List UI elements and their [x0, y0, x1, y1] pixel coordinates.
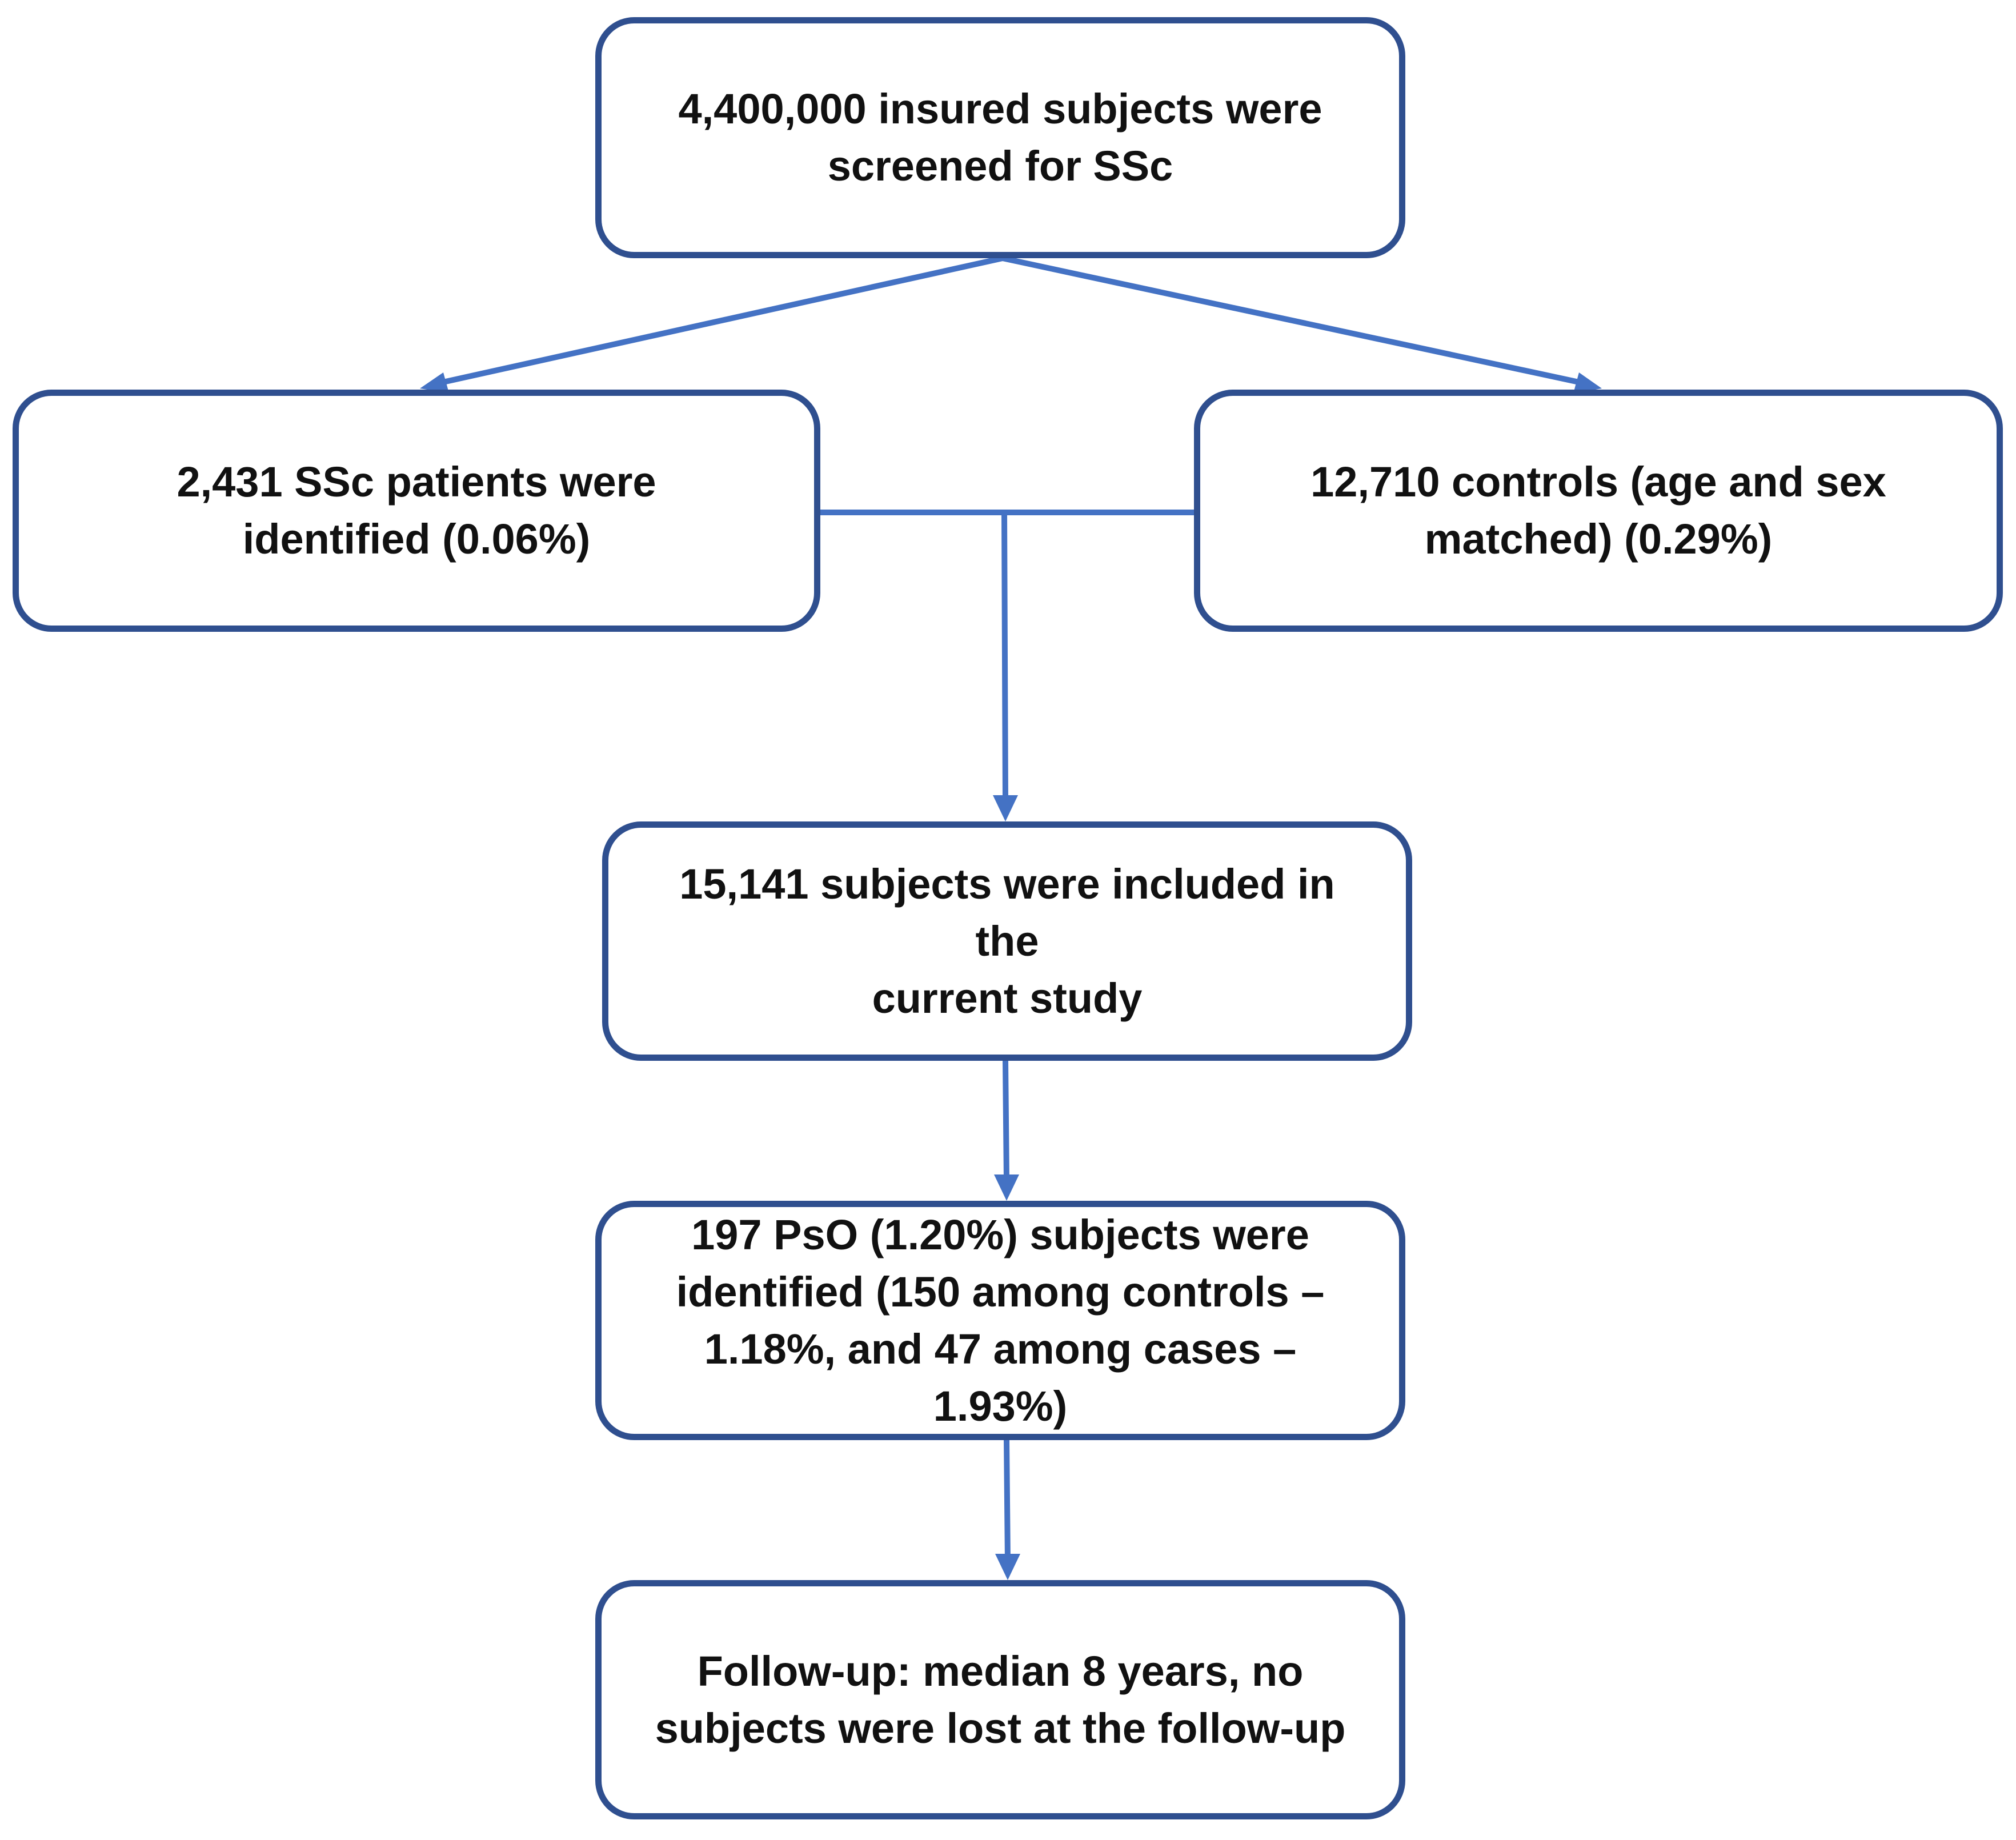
controls-text: 12,710 controls (age and sex matched) (0… [1310, 458, 1886, 563]
included-box: 15,141 subjects were included in the cur… [602, 821, 1412, 1061]
arrowhead-pso [994, 1174, 1019, 1201]
arrowhead-controls [1573, 372, 1602, 394]
edge-join-to-included [1001, 510, 1008, 805]
ssc-patients-box: 2,431 SSc patients were identified (0.06… [13, 390, 820, 632]
followup-text: Follow-up: median 8 years, no subjects w… [655, 1647, 1346, 1752]
followup-box: Follow-up: median 8 years, no subjects w… [595, 1580, 1405, 1819]
edge-included-to-pso [1003, 1058, 1009, 1184]
controls-box: 12,710 controls (age and sex matched) (0… [1194, 390, 2003, 632]
arrowhead-followup [995, 1554, 1020, 1580]
screened-text: 4,400,000 insured subjects were screened… [678, 85, 1322, 190]
included-text: 15,141 subjects were included in the cur… [679, 860, 1335, 1022]
pso-box: 197 PsO (1.20%) subjects were identified… [595, 1201, 1405, 1440]
screened-box: 4,400,000 insured subjects were screened… [595, 17, 1405, 258]
edge-screened-to-controls [1000, 255, 1590, 387]
pso-text: 197 PsO (1.20%) subjects were identified… [676, 1210, 1325, 1430]
arrowhead-included [993, 795, 1018, 821]
edge-pso-to-followup [1004, 1437, 1011, 1564]
arrowhead-ssc-patients [420, 372, 449, 393]
edge-screened-to-ssc-patients [432, 255, 1005, 387]
ssc-patients-text: 2,431 SSc patients were identified (0.06… [177, 458, 656, 563]
